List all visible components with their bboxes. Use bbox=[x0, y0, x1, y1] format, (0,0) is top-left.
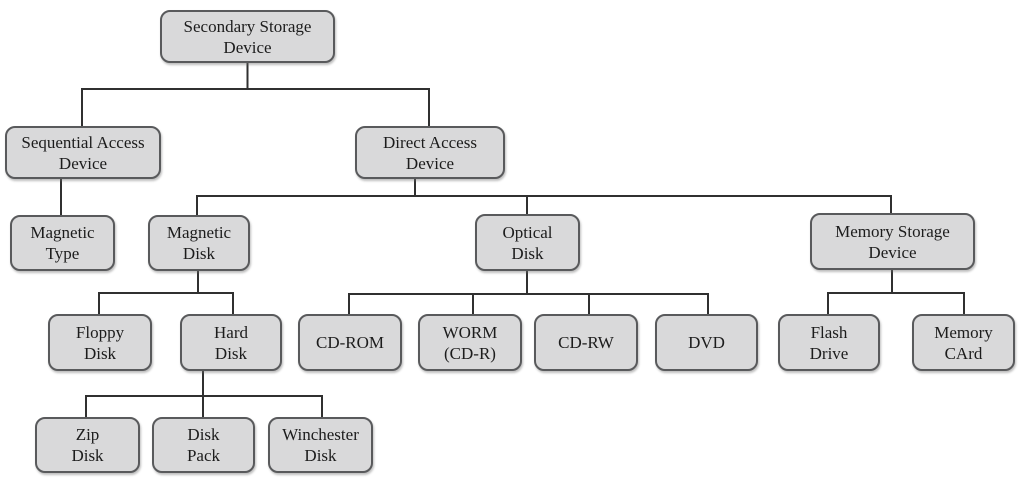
node-floppy-disk: Floppy Disk bbox=[48, 314, 152, 371]
node-disk-pack: Disk Pack bbox=[152, 417, 255, 473]
node-magnetic-disk: Magnetic Disk bbox=[148, 215, 250, 271]
node-direct-access-device: Direct Access Device bbox=[355, 126, 505, 179]
connector-magnetic-disk-to-row3 bbox=[98, 271, 234, 314]
node-cd-rw: CD-RW bbox=[534, 314, 638, 371]
node-dvd: DVD bbox=[655, 314, 758, 371]
node-sequential-access-device: Sequential Access Device bbox=[5, 126, 161, 179]
node-worm-cd-r: WORM (CD-R) bbox=[418, 314, 522, 371]
node-winchester-disk: Winchester Disk bbox=[268, 417, 373, 473]
node-optical-disk: Optical Disk bbox=[475, 214, 580, 271]
connector-memory-to-row3 bbox=[827, 270, 965, 314]
node-memory-storage-device: Memory Storage Device bbox=[810, 213, 975, 270]
node-memory-card: Memory CArd bbox=[912, 314, 1015, 371]
connector-root-to-row1 bbox=[81, 63, 430, 126]
connector-hard-disk-to-row4 bbox=[85, 371, 323, 417]
node-hard-disk: Hard Disk bbox=[180, 314, 282, 371]
node-zip-disk: Zip Disk bbox=[35, 417, 140, 473]
connector-optical-to-row3 bbox=[348, 271, 709, 314]
connector-direct-to-row2 bbox=[196, 179, 892, 215]
node-cd-rom: CD-ROM bbox=[298, 314, 402, 371]
node-flash-drive: Flash Drive bbox=[778, 314, 880, 371]
node-secondary-storage-device: Secondary Storage Device bbox=[160, 10, 335, 63]
node-magnetic-type: Magnetic Type bbox=[10, 215, 115, 271]
